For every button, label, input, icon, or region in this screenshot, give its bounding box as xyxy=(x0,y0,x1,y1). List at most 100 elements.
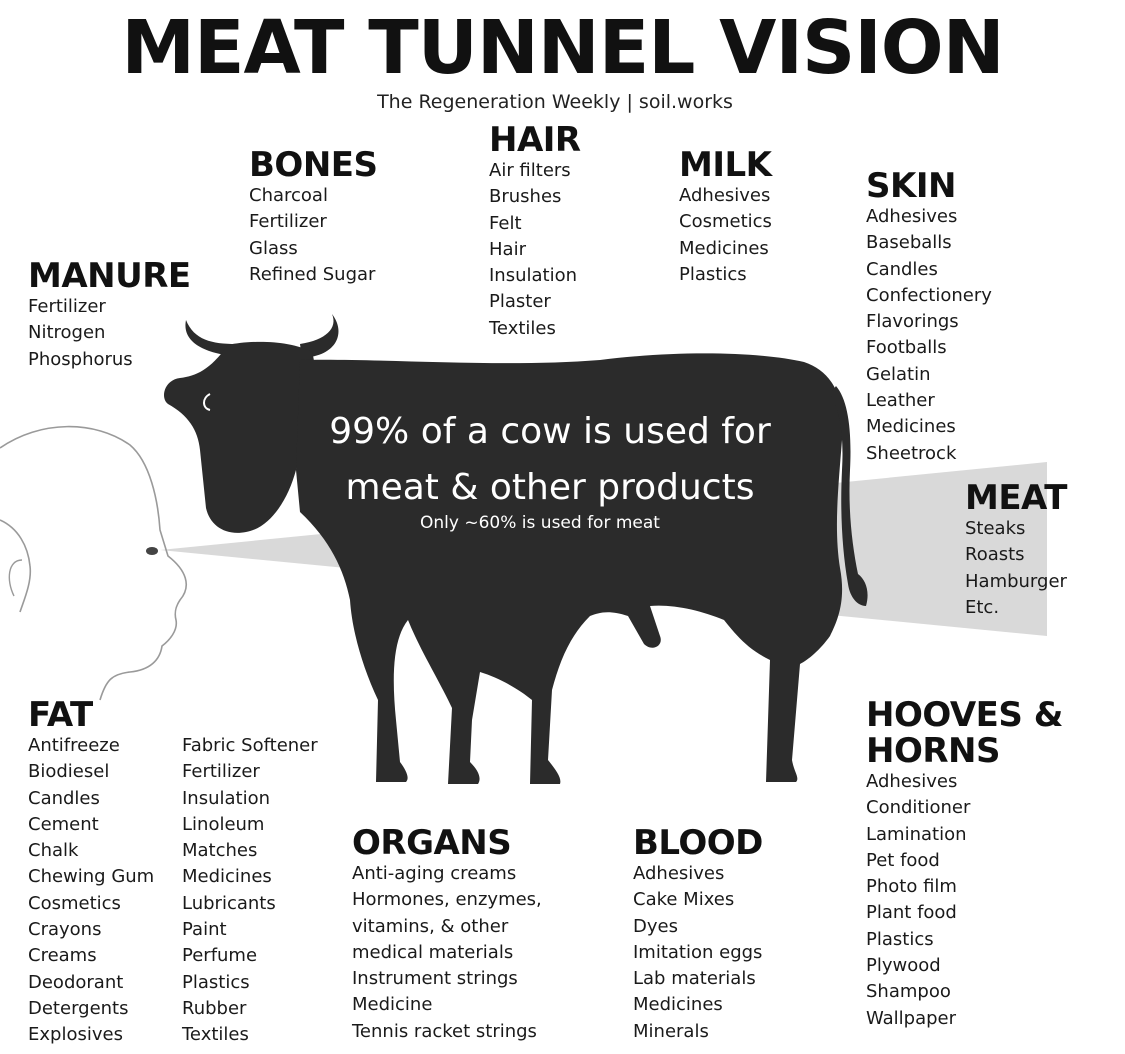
list-item: Detergents xyxy=(28,997,129,1019)
category-title: FAT xyxy=(28,695,93,735)
list-item: Cosmetics xyxy=(679,211,772,233)
list-item: Sheetrock xyxy=(866,442,957,464)
list-item: Chalk xyxy=(28,840,79,862)
list-item: medical materials xyxy=(352,941,514,963)
cow-main-text: 99% of a cow is used for meat & other pr… xyxy=(290,404,810,516)
human-ear-outline xyxy=(8,559,23,597)
list-item: Hamburger xyxy=(965,570,1067,592)
list-item: Imitation eggs xyxy=(633,941,763,963)
list-item: Cosmetics xyxy=(28,892,121,914)
list-item: Candles xyxy=(866,258,938,280)
cow-silhouette xyxy=(164,314,868,784)
list-item: Steaks xyxy=(965,518,1026,539)
list-item: Lamination xyxy=(866,823,967,845)
list-item: Wallpaper xyxy=(866,1007,957,1029)
list-item: Plant food xyxy=(866,902,957,924)
list-item: Paint xyxy=(182,919,227,941)
list-item: Lubricants xyxy=(182,892,276,914)
list-item: Adhesives xyxy=(866,206,958,227)
category-title: HAIR xyxy=(489,120,581,160)
category-title-line-2: HORNS xyxy=(866,731,1000,771)
list-item: Plastics xyxy=(679,263,747,285)
list-item: Chewing Gum xyxy=(28,866,155,888)
list-item: Plaster xyxy=(489,291,551,313)
list-item: Glass xyxy=(249,237,298,259)
list-item: Shampoo xyxy=(866,981,951,1003)
list-item: Crayons xyxy=(28,919,102,941)
list-item: Creams xyxy=(28,945,97,967)
category-title: MILK xyxy=(679,145,772,185)
list-item: Medicines xyxy=(866,416,956,438)
list-item: Baseballs xyxy=(866,232,952,254)
category-title: MEAT xyxy=(965,478,1067,518)
human-face-outline xyxy=(0,425,188,701)
list-item: Fabric Softener xyxy=(182,735,318,756)
list-item: Fertilizer xyxy=(182,761,260,783)
human-eye-icon xyxy=(146,547,158,555)
list-item: Minerals xyxy=(633,1020,709,1042)
list-item: Medicine xyxy=(352,994,433,1016)
list-item: Plastics xyxy=(866,928,934,950)
cow-sub-text: Only ~60% is used for meat xyxy=(420,513,660,533)
list-item: Gelatin xyxy=(866,363,931,385)
list-item: Flavorings xyxy=(866,311,959,333)
list-item: Rubber xyxy=(182,997,247,1019)
list-item: vitamins, & other xyxy=(352,915,509,937)
list-item: Instrument strings xyxy=(352,968,518,990)
page-subtitle: The Regeneration Weekly | soil.works xyxy=(377,91,733,113)
list-item: Perfume xyxy=(182,945,258,967)
list-item: Phosphorus xyxy=(28,348,133,370)
list-item: Linoleum xyxy=(182,813,265,835)
category-title-line-1: HOOVES & xyxy=(866,695,1063,735)
list-item: Plywood xyxy=(866,955,941,977)
list-item: Cement xyxy=(28,813,99,835)
list-item: Fertilizer xyxy=(249,211,327,233)
list-item: Insulation xyxy=(489,265,578,287)
list-item: Adhesives xyxy=(633,863,725,884)
list-item: Nitrogen xyxy=(28,322,106,344)
list-item: Candles xyxy=(28,787,100,809)
category-title: MANURE xyxy=(28,256,191,296)
list-item: Confectionery xyxy=(866,284,992,306)
list-item: Charcoal xyxy=(249,185,328,206)
category-title: BONES xyxy=(249,145,378,185)
list-item: Hormones, enzymes, xyxy=(352,889,542,911)
list-item: Air filters xyxy=(489,160,571,181)
list-item: Leather xyxy=(866,390,935,412)
list-item: Pet food xyxy=(866,849,940,871)
list-item: Explosives xyxy=(28,1024,123,1046)
list-item: Textiles xyxy=(489,317,556,339)
list-item: Etc. xyxy=(965,596,1000,618)
list-item: Refined Sugar xyxy=(249,263,376,285)
list-item: Conditioner xyxy=(866,797,971,819)
list-item: Photo film xyxy=(866,876,957,898)
list-item: Hair xyxy=(489,238,526,260)
list-item: Insulation xyxy=(182,787,271,809)
cow-main-line-2: meat & other products xyxy=(345,467,755,508)
list-item: Adhesives xyxy=(679,185,771,206)
cow-main-line-1: 99% of a cow is used for xyxy=(329,411,771,452)
list-item: Lab materials xyxy=(633,968,756,990)
page-title: MEAT TUNNEL VISION xyxy=(121,5,1004,91)
list-item: Dyes xyxy=(633,915,678,937)
list-item: Cake Mixes xyxy=(633,889,735,911)
list-item: Felt xyxy=(489,212,522,234)
